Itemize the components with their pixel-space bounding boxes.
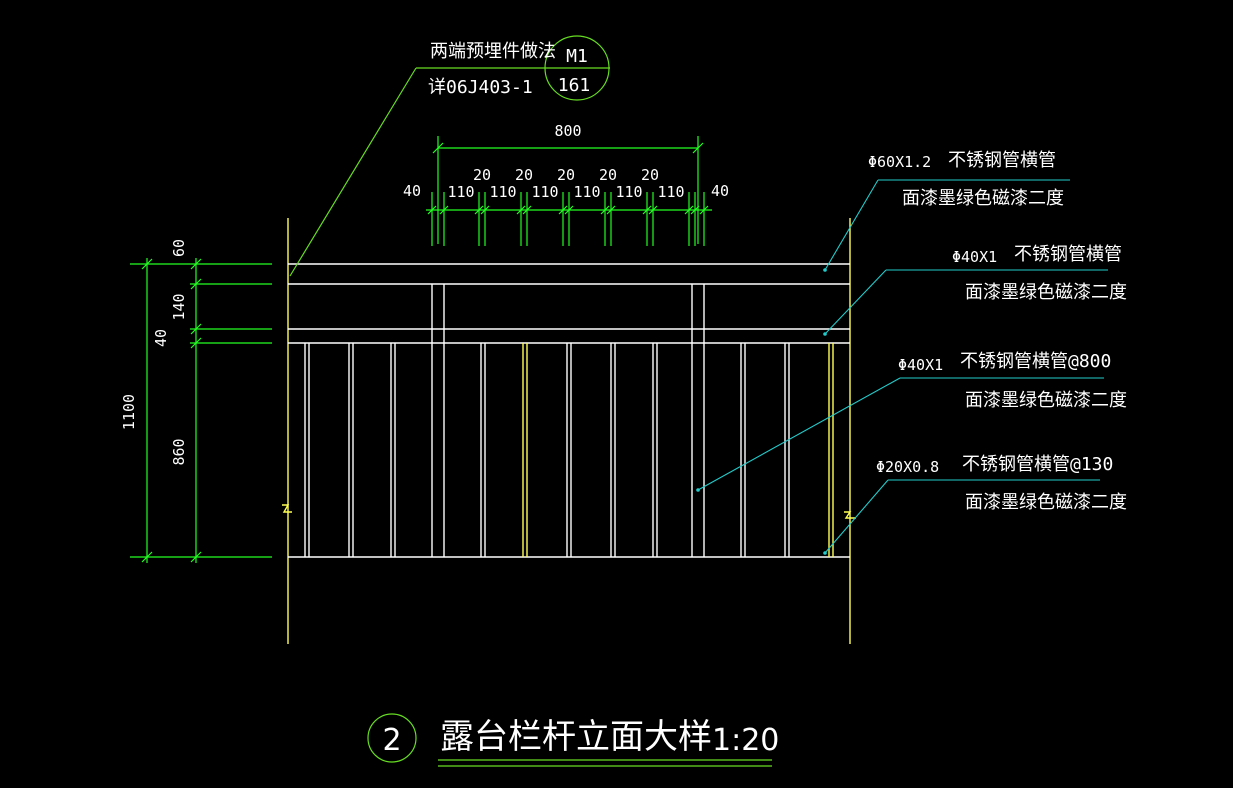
baluster-6 <box>566 343 572 557</box>
top-seg-12: 40 <box>711 182 729 200</box>
left-overall-dim: 1100 <box>120 394 138 430</box>
callout-2-finish: 面漆墨绿色磁漆二度 <box>965 282 1127 303</box>
callout-4-spec: Φ20X0.8 <box>876 458 939 476</box>
top-seg-6: 20 <box>557 166 575 184</box>
callout-1-desc: 不锈钢管横管 <box>948 150 1056 171</box>
top-seg-9: 110 <box>615 183 642 201</box>
top-seg-10: 20 <box>641 166 659 184</box>
callout-2: Φ40X1 不锈钢管横管 面漆墨绿色磁漆二度 <box>823 244 1127 336</box>
right-break-mark <box>844 511 856 519</box>
callout-3: Φ40X1 不锈钢管横管@800 面漆墨绿色磁漆二度 <box>696 351 1127 492</box>
title-number-circle <box>367 713 417 763</box>
baluster-8 <box>652 343 658 557</box>
left-break-mark <box>282 504 292 513</box>
top-seg-8: 20 <box>599 166 617 184</box>
left-seg-2: 40 <box>152 329 170 347</box>
baluster-1 <box>304 343 310 557</box>
left-dimensions: 1100 60 140 40 860 <box>120 239 272 563</box>
title-scale: 1:20 <box>712 723 779 758</box>
top-seg-0: 40 <box>403 182 421 200</box>
main-post-1 <box>431 284 445 557</box>
railing-structure <box>282 218 856 644</box>
callout-1-finish: 面漆墨绿色磁漆二度 <box>902 188 1064 209</box>
top-dimensions: 800 40 110 20 110 20 110 20 110 20 110 2… <box>403 122 729 246</box>
callout-1: Φ60X1.2 不锈钢管横管 面漆墨绿色磁漆二度 <box>823 150 1070 272</box>
detail-ref-circle <box>544 35 610 101</box>
callout-3-desc: 不锈钢管横管@800 <box>960 351 1111 372</box>
baluster-10 <box>784 343 790 557</box>
detail-ref-top: M1 <box>566 46 588 67</box>
callout-3-finish: 面漆墨绿色磁漆二度 <box>965 390 1127 411</box>
left-seg-3: 860 <box>170 438 188 465</box>
embed-note-line1: 两端预埋件做法 <box>430 41 556 62</box>
top-seg-5: 110 <box>531 183 558 201</box>
embed-note-line2: 详06J403-1 <box>428 77 533 98</box>
title-text: 露台栏杆立面大样 <box>440 717 712 757</box>
embed-note: 两端预埋件做法 详06J403-1 M1 161 <box>289 35 610 277</box>
baluster-4 <box>480 343 486 557</box>
title-number: 2 <box>382 723 401 758</box>
callout-4-finish: 面漆墨绿色磁漆二度 <box>965 492 1127 513</box>
main-post-2 <box>691 284 705 557</box>
top-seg-2: 20 <box>473 166 491 184</box>
left-seg-1: 140 <box>170 293 188 320</box>
callout-3-spec: Φ40X1 <box>898 356 943 374</box>
baluster-7 <box>610 343 616 557</box>
top-dim-ticks <box>427 192 709 246</box>
top-seg-7: 110 <box>573 183 600 201</box>
baluster-11 <box>828 343 834 557</box>
top-seg-1: 110 <box>447 183 474 201</box>
balusters <box>304 343 834 557</box>
baluster-9 <box>740 343 746 557</box>
baluster-5 <box>522 343 528 557</box>
callout-2-spec: Φ40X1 <box>952 248 997 266</box>
callout-4: Φ20X0.8 不锈钢管横管@130 面漆墨绿色磁漆二度 <box>823 454 1127 555</box>
top-seg-4: 20 <box>515 166 533 184</box>
top-seg-11: 110 <box>657 183 684 201</box>
baluster-3 <box>390 343 396 557</box>
callout-2-desc: 不锈钢管横管 <box>1014 244 1122 265</box>
left-seg-0: 60 <box>170 239 188 257</box>
detail-ref-bottom: 161 <box>558 75 591 96</box>
top-seg-3: 110 <box>489 183 516 201</box>
callout-4-desc: 不锈钢管横管@130 <box>962 454 1113 475</box>
callout-1-spec: Φ60X1.2 <box>868 153 931 171</box>
baluster-2 <box>348 343 354 557</box>
top-overall-dim: 800 <box>554 122 581 140</box>
drawing-title: 2 露台栏杆立面大样 1:20 <box>367 713 779 767</box>
